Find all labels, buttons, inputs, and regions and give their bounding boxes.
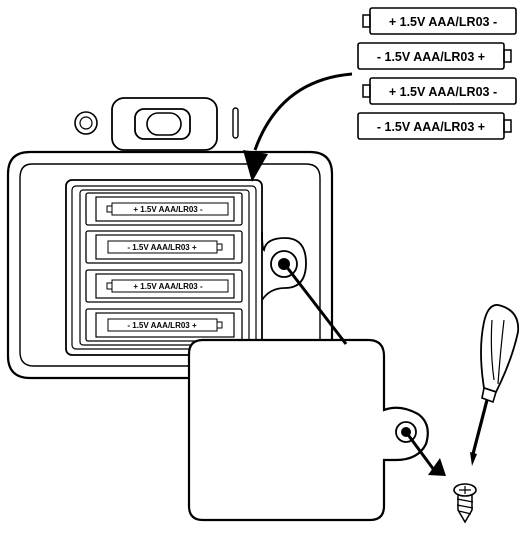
screwdriver-icon <box>470 304 520 466</box>
spare-battery-label: - 1.5V AAA/LR03 + <box>377 50 485 64</box>
installed-battery: - 1.5V AAA/LR03 + <box>85 308 243 342</box>
installed-battery-label: + 1.5V AAA/LR03 - <box>133 282 203 291</box>
insert-arrow <box>243 72 353 182</box>
battery-cover <box>187 338 429 522</box>
spare-battery-label: + 1.5V AAA/LR03 - <box>389 15 497 29</box>
spare-battery-label: - 1.5V AAA/LR03 + <box>377 120 485 134</box>
installed-battery-label: + 1.5V AAA/LR03 - <box>133 205 203 214</box>
spare-battery: + 1.5V AAA/LR03 - <box>362 7 517 35</box>
device-body <box>6 150 334 380</box>
installed-battery: + 1.5V AAA/LR03 - <box>85 192 243 226</box>
spare-battery: + 1.5V AAA/LR03 - <box>362 77 517 105</box>
battery-compartment <box>65 179 307 356</box>
installed-battery-label: - 1.5V AAA/LR03 + <box>127 243 197 252</box>
spare-battery: - 1.5V AAA/LR03 + <box>357 42 512 70</box>
spare-battery-label: + 1.5V AAA/LR03 - <box>389 85 497 99</box>
spare-battery: - 1.5V AAA/LR03 + <box>357 112 512 140</box>
screw-path <box>284 265 446 476</box>
screw-icon <box>453 483 477 524</box>
installed-batteries: + 1.5V AAA/LR03 - - 1.5V AAA/LR03 + + 1.… <box>85 192 243 342</box>
power-switch <box>74 97 239 151</box>
installed-battery-label: - 1.5V AAA/LR03 + <box>127 321 197 330</box>
installed-battery: - 1.5V AAA/LR03 + <box>85 230 243 264</box>
installed-battery: + 1.5V AAA/LR03 - <box>85 269 243 303</box>
spare-batteries: + 1.5V AAA/LR03 - - 1.5V AAA/LR03 + + 1.… <box>357 7 517 140</box>
